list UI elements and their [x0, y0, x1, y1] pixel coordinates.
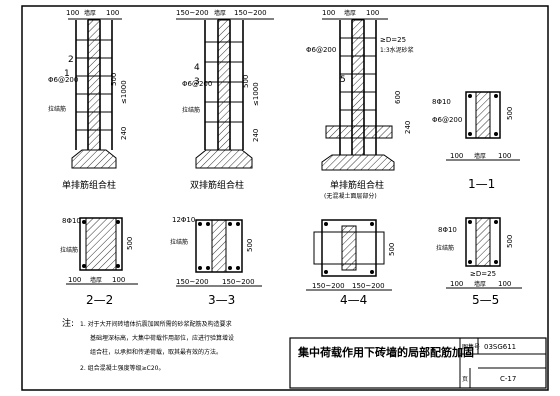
dim-range: 150~200: [176, 278, 209, 286]
dim-500: 500: [506, 107, 514, 120]
tie-label: 拉结筋: [182, 106, 200, 114]
drawing-title: 集中荷载作用下砖墙的局部配筋加固: [297, 345, 474, 359]
dim-wall-thickness: 墙厚: [474, 280, 486, 288]
note-2: 2. 组合混凝土强度等级≥C20。: [80, 364, 164, 372]
caption-double: 双排筋组合柱: [190, 179, 244, 191]
dim-range: 150~200: [352, 282, 385, 290]
tie-label: 拉结筋: [48, 105, 66, 113]
page-number: C-17: [500, 375, 516, 383]
rebar-label: 8Φ10: [438, 226, 457, 234]
dim-100: 100: [106, 9, 119, 17]
note-1-line-c: 组合柱，以承担和传递荷载，取其最有效的方法。: [90, 348, 222, 356]
section-title-2-2: 2—2: [86, 293, 113, 307]
tie-label: 拉结筋: [60, 246, 78, 254]
section-mark-3: 3: [194, 77, 200, 87]
atlas-number: 03SG611: [484, 343, 516, 351]
section-4-4: 500 150~200 150~200 4—4: [306, 219, 396, 307]
dim-wall-thickness: 墙厚: [344, 9, 356, 17]
dim-500: 500: [110, 73, 118, 86]
dim-240: 240: [404, 121, 412, 134]
dim-100: 100: [366, 9, 379, 17]
section-title-4-4: 4—4: [340, 293, 367, 307]
section-2-2: 8Φ10 拉结筋 500 100 墙厚 100 2—2: [60, 217, 138, 307]
section-mark-1: 1: [64, 69, 70, 79]
note-1-line-a: 1. 对于大开间砖墙体抗震加固所需的砂浆配筋及构造要求: [80, 320, 232, 328]
dim-wall-thickness: 墙厚: [84, 9, 96, 17]
dim-le1000: ≤1000: [252, 82, 260, 106]
dim-100: 100: [322, 9, 335, 17]
dim-range: 150~200: [222, 278, 255, 286]
section-5-5: 8Φ10 拉结筋 500 ≥D=25 100 墙厚 100 5—5: [436, 217, 522, 307]
dim-500: 500: [246, 239, 254, 252]
rebar-label: Φ6@200: [432, 116, 462, 124]
rebar-label: 8Φ10: [62, 217, 81, 225]
dim-range: 150~200: [312, 282, 345, 290]
dim-500: 500: [242, 75, 250, 88]
mortar-label: 1:3水泥砂浆: [380, 46, 414, 54]
section-title-5-5: 5—5: [472, 293, 499, 307]
rebar-label: Φ6@200: [48, 76, 78, 84]
dim-240: 240: [252, 129, 260, 142]
rebar-label: 12Φ10: [172, 216, 195, 224]
rebar-label: 8Φ10: [432, 98, 451, 106]
dim-wall-thickness: 墙厚: [214, 9, 226, 17]
note-1-line-b: 基础埋深标高，大集中荷载作用部位，应进行验算增设: [90, 334, 234, 342]
dim-100: 100: [450, 152, 463, 160]
dim-600: 600: [394, 91, 402, 104]
dim-100: 100: [66, 9, 79, 17]
dim-100: 100: [112, 276, 125, 284]
dim-100: 100: [498, 152, 511, 160]
caption-single-2: 单排筋组合柱: [330, 179, 384, 191]
dim-d25: ≥D=25: [380, 36, 406, 44]
dim-range: 150~200: [234, 9, 267, 17]
dim-le1000: ≤1000: [120, 80, 128, 104]
sheet-border: [21, 5, 549, 391]
section-mark-5: 5: [340, 75, 346, 85]
elevation-single-column-no-concrete: 100 墙厚 100 Φ6@200 ≥D=25 1:3水泥砂浆 5 600 24…: [306, 9, 414, 200]
caption-single-2-sub: (无混凝土面层部分): [324, 192, 377, 200]
dim-500: 500: [506, 235, 514, 248]
page-label: 页: [462, 376, 468, 383]
dim-100: 100: [450, 280, 463, 288]
dim-wall-thickness: 墙厚: [90, 276, 102, 284]
elevation-double-column: 150~200 墙厚 150~200 Φ6@200 拉结筋 4 3 500 ≤1…: [176, 9, 274, 191]
notes: 注: 1. 对于大开间砖墙体抗震加固所需的砂浆配筋及构造要求 基础埋深标高，大集…: [62, 317, 234, 372]
dim-range: 150~200: [176, 9, 209, 17]
notes-label: 注:: [62, 317, 74, 329]
rebar-label: Φ6@200: [182, 80, 212, 88]
title-block: 集中荷载作用下砖墙的局部配筋加固 图集号 03SG611 页 C-17: [289, 337, 547, 389]
section-title-1-1: 1—1: [468, 177, 495, 191]
dim-wall-thickness: 墙厚: [474, 152, 486, 160]
elevation-single-column: 100 墙厚 100 Φ6@200 拉结筋 2 1 500 ≤1000 240 …: [48, 9, 128, 191]
dim-500: 500: [388, 243, 396, 256]
dim-d25: ≥D=25: [470, 270, 496, 278]
section-1-1: 8Φ10 Φ6@200 500 100 墙厚 100 1—1: [432, 91, 520, 191]
section-mark-4: 4: [194, 63, 200, 73]
rebar-label: Φ6@200: [306, 46, 336, 54]
caption-single: 单排筋组合柱: [62, 179, 116, 191]
section-mark-2: 2: [68, 55, 74, 65]
atlas-label: 图集号: [462, 343, 480, 351]
dim-500: 500: [126, 237, 134, 250]
section-title-3-3: 3—3: [208, 293, 235, 307]
section-3-3: 12Φ10 拉结筋 500 150~200 150~200 3—3: [170, 216, 262, 307]
tie-label: 拉结筋: [170, 238, 188, 246]
dim-100: 100: [68, 276, 81, 284]
dim-100: 100: [498, 280, 511, 288]
dim-240: 240: [120, 127, 128, 140]
tie-label: 拉结筋: [436, 244, 454, 252]
